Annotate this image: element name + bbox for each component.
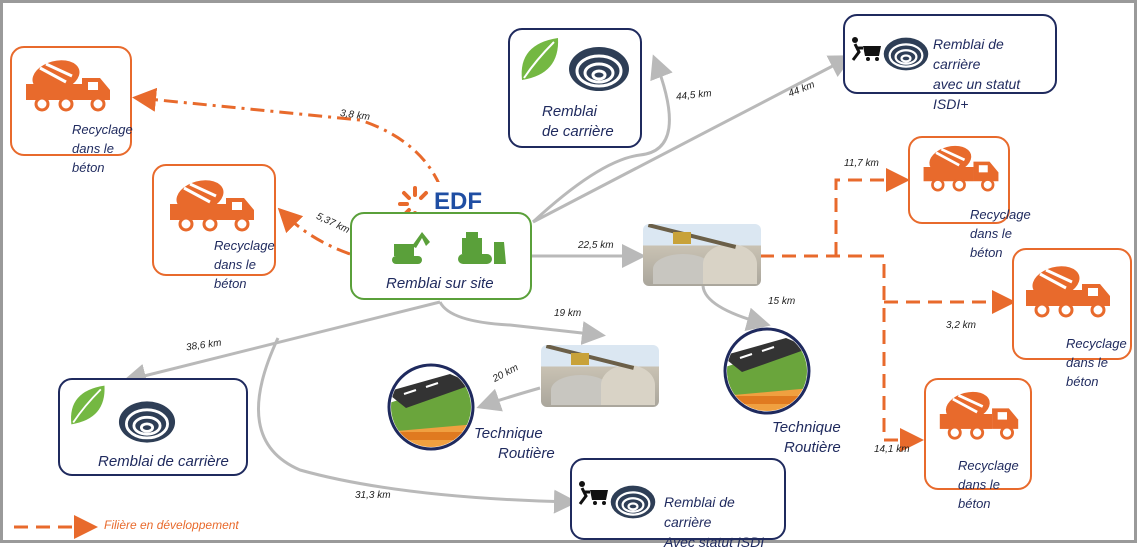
quarry-photo-1 (643, 224, 761, 286)
node-recyclage-e (924, 378, 1032, 490)
quarry-pit-icon (569, 47, 629, 91)
concrete-truck-icon (939, 391, 1019, 440)
node-isdi-plus: Remblai de carrière avec un statut ISDI+ (843, 14, 1057, 112)
recyclage-c-label: Recyclage dans le béton (970, 207, 1031, 260)
quarry-photo-2 (541, 345, 659, 407)
recyclage-d-label: Recyclage dans le béton (1066, 336, 1127, 389)
node-isdi: Remblai de carrière Avec statut ISDI (570, 458, 786, 550)
link-site-carriere-left (122, 300, 441, 388)
isdi-plus-label: Remblai de carrière avec un statut ISDI+ (933, 36, 1021, 112)
node-recyclage-d (1012, 248, 1132, 360)
quarry-pit-icon (118, 401, 176, 443)
link-quarry-recy-c (834, 168, 910, 256)
carriere-top-label: Remblai de carrière (542, 103, 614, 140)
link-site-quarry2 (438, 301, 606, 345)
tech-b-label: Technique Routière (772, 419, 841, 456)
recyclage-a-label: Recyclage dans le béton (72, 122, 133, 175)
edf-wordmark: EDF (434, 188, 482, 215)
bulldozer-icon (458, 232, 506, 264)
concrete-truck-icon (26, 60, 110, 112)
distance-label: 31,3 km (355, 490, 391, 501)
link-site-recy-a (132, 87, 442, 187)
tech-a-label: Technique Routière (474, 425, 555, 462)
recyclage-e-label: Recyclage dans le béton (958, 458, 1019, 511)
distance-label: 11,7 km (844, 158, 879, 169)
distance-label: 15 km (768, 296, 796, 307)
road-layers-icon (723, 327, 811, 415)
node-carriere-left: Remblai de carrière (58, 378, 248, 476)
road-layers-icon (387, 363, 475, 451)
leaf-icon (71, 385, 105, 425)
link-quarry2-tech-a (476, 386, 541, 412)
distance-label: 3,2 km (946, 320, 977, 331)
distance-label: 19 km (554, 308, 582, 319)
node-recyclage-a: Recyclage dans le béton (10, 46, 133, 175)
isdi-label: Remblai de carrière Avec statut ISDI (664, 494, 765, 550)
distance-label: 22,5 km (578, 240, 614, 251)
node-carriere-top: Remblai de carrière (508, 28, 642, 148)
carriere-left-label: Remblai de carrière (98, 453, 229, 470)
concrete-truck-icon (170, 180, 254, 232)
link-site-isdi (257, 337, 578, 514)
link-quarry-tech-b (701, 285, 771, 331)
excavator-icon (392, 232, 430, 264)
legend-label: Filière en développement (104, 518, 239, 532)
remblai-sur-site-label: Remblai sur site (386, 275, 494, 292)
miner-cart-icon (578, 481, 608, 505)
quarry-pit-icon (610, 485, 656, 519)
node-recyclage-b: Recyclage dans le béton (152, 164, 276, 291)
node-recyclage-c (908, 136, 1010, 224)
concrete-truck-icon (923, 145, 999, 192)
link-site-recy-b (277, 207, 351, 256)
distance-label: 14,1 km (874, 444, 910, 455)
quarry-pit-icon (883, 37, 929, 71)
concrete-truck-icon (1026, 266, 1110, 318)
miner-cart-icon (851, 37, 881, 61)
recyclage-b-label: Recyclage dans le béton (214, 238, 275, 291)
node-remblai-sur-site: Remblai sur site (350, 212, 532, 300)
leaf-icon (521, 38, 559, 80)
link-site-carriere-top (531, 54, 673, 224)
link-site-isdi-plus (532, 55, 854, 224)
